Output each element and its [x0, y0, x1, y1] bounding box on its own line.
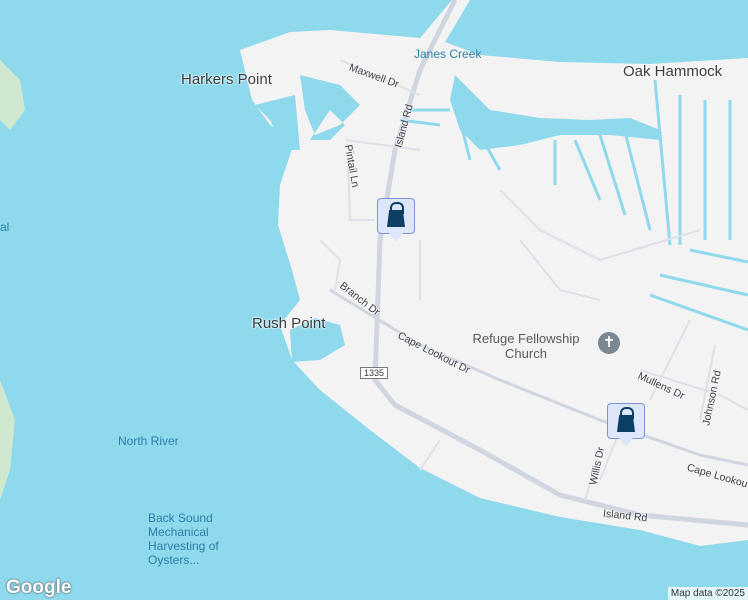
water-janes-creek: Janes Creek — [414, 47, 482, 61]
cape-lookout-line — [329, 288, 748, 467]
shopping-bag-icon — [617, 415, 635, 432]
route-shield-1335: 1335 — [360, 367, 389, 379]
poi-refuge-fellowship-church[interactable]: Refuge Fellowship Church — [472, 331, 580, 361]
cross-icon[interactable]: ✝ — [598, 332, 620, 354]
water-north-river: North River — [118, 434, 179, 448]
channel-janes-creek — [450, 75, 660, 150]
place-oak-hammock: Oak Hammock — [623, 63, 723, 80]
canals — [399, 79, 748, 332]
pond-rush-point — [290, 318, 345, 362]
shopping-bag-icon — [387, 210, 405, 227]
google-logo[interactable]: Google — [6, 577, 72, 598]
place-harkers-point: Harkers Point — [181, 71, 272, 88]
shopping-bag-icon-handle — [390, 202, 404, 214]
shopping-bag-icon-handle — [620, 407, 634, 419]
island-rd-line — [372, 0, 748, 528]
map-attribution[interactable]: Map data ©2025 — [667, 587, 748, 600]
place-partial-label: al — [0, 220, 10, 234]
place-rush-point: Rush Point — [252, 315, 326, 332]
minor-roads — [319, 59, 748, 501]
water-back-sound: Back Sound Mechanical Harvesting of Oyst… — [148, 511, 219, 567]
shopping-marker[interactable] — [607, 403, 645, 447]
shopping-marker[interactable] — [377, 198, 415, 242]
left-islands — [0, 60, 25, 500]
channel-harkers — [255, 75, 360, 150]
